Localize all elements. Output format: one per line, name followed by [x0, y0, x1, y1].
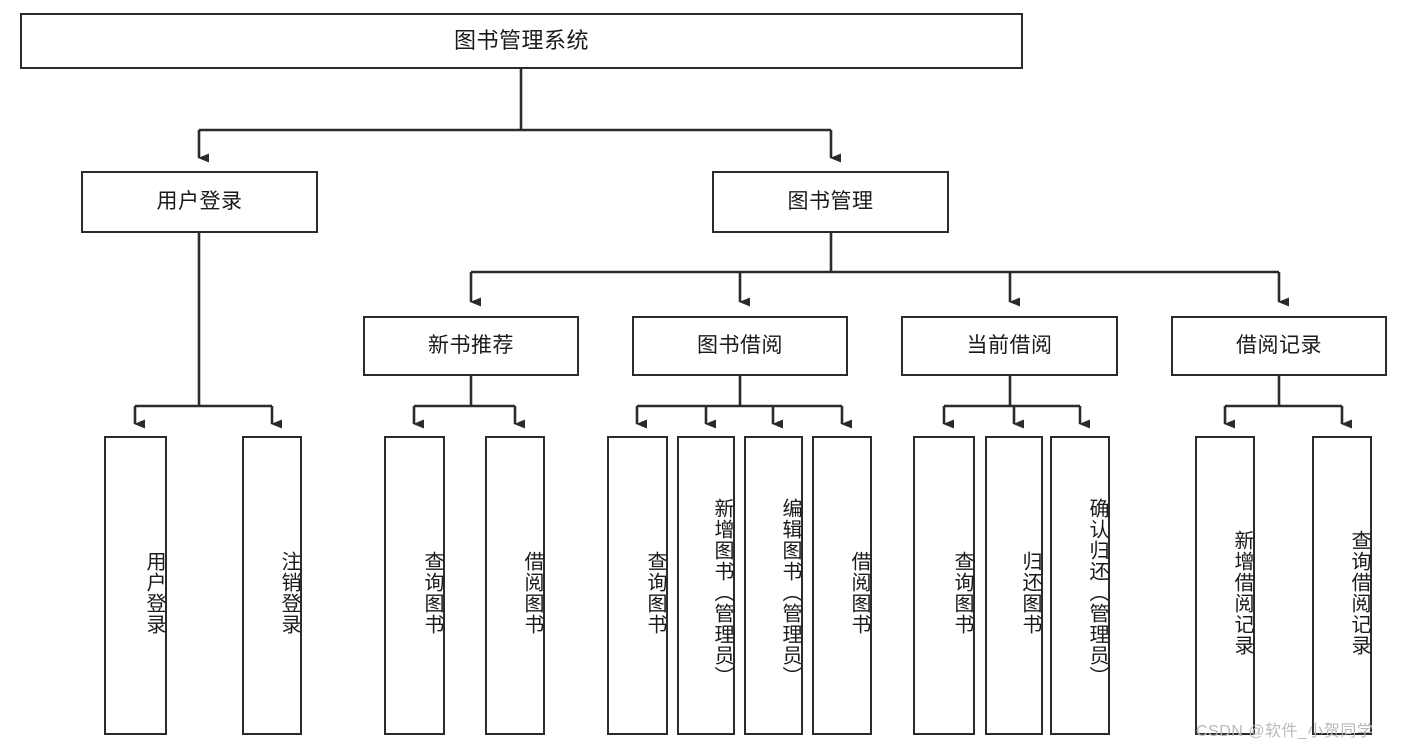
leaf-query-book-current-label: 查询图书 — [951, 550, 973, 635]
leaf-logout-label: 注销登录 — [278, 550, 300, 635]
leaf-return-book[interactable]: 归还图书 — [985, 436, 1043, 735]
node-borrow-record-label: 借阅记录 — [1236, 333, 1322, 357]
leaf-borrow-book-label: 借阅图书 — [848, 550, 870, 635]
node-book-borrow-label: 图书借阅 — [697, 333, 783, 357]
leaf-query-borrow-record[interactable]: 查询借阅记录 — [1312, 436, 1372, 735]
leaf-add-book-admin-label: 新增图书（管理员） — [711, 498, 733, 687]
leaf-borrow-book-recommend-label: 借阅图书 — [521, 550, 543, 635]
leaf-borrow-book[interactable]: 借阅图书 — [812, 436, 872, 735]
leaf-query-borrow-record-label: 查询借阅记录 — [1348, 529, 1370, 656]
node-root-label: 图书管理系统 — [453, 28, 589, 54]
node-new-book-recommend[interactable]: 新书推荐 — [363, 316, 579, 376]
leaf-query-book-borrow[interactable]: 查询图书 — [607, 436, 668, 735]
leaf-logout[interactable]: 注销登录 — [242, 436, 302, 735]
node-user-login-label: 用户登录 — [156, 189, 243, 213]
node-current-borrow-label: 当前借阅 — [966, 333, 1053, 357]
node-book-management-label: 图书管理 — [787, 189, 874, 213]
node-root[interactable]: 图书管理系统 — [20, 13, 1023, 69]
node-borrow-record[interactable]: 借阅记录 — [1171, 316, 1387, 376]
watermark: CSDN @软件_小贺同学 — [1196, 723, 1374, 740]
node-book-borrow[interactable]: 图书借阅 — [632, 316, 848, 376]
node-current-borrow[interactable]: 当前借阅 — [901, 316, 1118, 376]
leaf-add-borrow-record-label: 新增借阅记录 — [1231, 529, 1253, 656]
leaf-add-book-admin[interactable]: 新增图书（管理员） — [677, 436, 735, 735]
leaf-user-login-label: 用户登录 — [143, 550, 165, 635]
leaf-query-book-recommend-label: 查询图书 — [421, 550, 443, 635]
leaf-add-borrow-record[interactable]: 新增借阅记录 — [1195, 436, 1255, 735]
node-new-book-recommend-label: 新书推荐 — [428, 333, 514, 357]
leaf-query-book-current[interactable]: 查询图书 — [913, 436, 975, 735]
leaf-borrow-book-recommend[interactable]: 借阅图书 — [485, 436, 545, 735]
leaf-return-book-label: 归还图书 — [1019, 550, 1041, 635]
leaf-confirm-return-admin[interactable]: 确认归还（管理员） — [1050, 436, 1110, 735]
node-book-management[interactable]: 图书管理 — [712, 171, 949, 233]
leaf-user-login[interactable]: 用户登录 — [104, 436, 167, 735]
leaf-query-book-recommend[interactable]: 查询图书 — [384, 436, 445, 735]
leaf-edit-book-admin[interactable]: 编辑图书（管理员） — [744, 436, 803, 735]
leaf-query-book-borrow-label: 查询图书 — [644, 550, 666, 635]
node-user-login[interactable]: 用户登录 — [81, 171, 318, 233]
leaf-edit-book-admin-label: 编辑图书（管理员） — [779, 498, 801, 687]
leaf-confirm-return-admin-label: 确认归还（管理员） — [1086, 498, 1108, 687]
